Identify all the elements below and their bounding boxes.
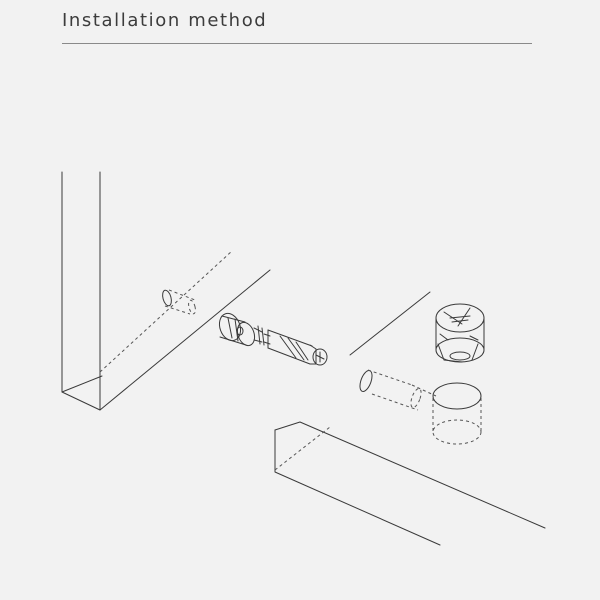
connector-bolt (218, 312, 328, 366)
horizontal-board (274, 291, 546, 546)
page-title: Installation method (62, 10, 268, 31)
diagram-header: Installation method (62, 8, 534, 44)
panel-dowel-hole (162, 289, 196, 315)
title-underline (62, 43, 532, 44)
board-dowel-hole (359, 369, 437, 411)
vertical-panel (61, 171, 271, 411)
cam-lock (435, 303, 485, 363)
board-cam-hole (432, 382, 482, 445)
